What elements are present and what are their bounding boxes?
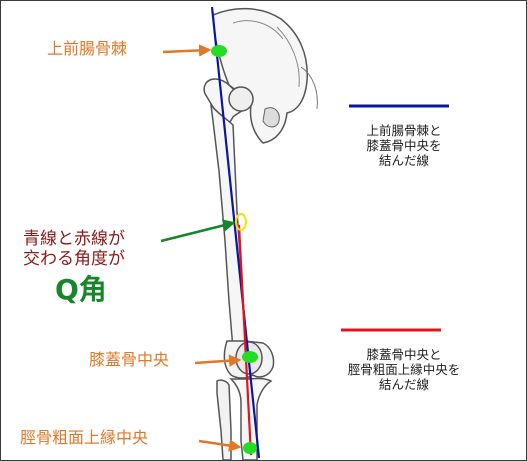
q-angle-marker (235, 213, 247, 231)
tibial-tuberosity-pointer-arrow (198, 439, 242, 452)
q-angle-title: Q角 (55, 273, 107, 306)
patella-pointer-arrow (194, 354, 242, 367)
patella-center-label: 膝蓋骨中央 (89, 350, 170, 369)
femoral-head (228, 86, 254, 112)
legend-blue-text: 上前腸骨棘と 膝蓋骨中央を 結んだ線 (366, 123, 442, 168)
iliac-fossa (232, 20, 284, 40)
q-angle-caption: 青線と赤線が 交わる角度が (23, 229, 125, 269)
obturator-foramen (262, 107, 280, 128)
tibial-tuberosity-marker (243, 442, 257, 454)
patella-center-marker (242, 351, 258, 363)
q-angle-pointer-arrow (160, 219, 236, 243)
red-reference-line (237, 224, 253, 456)
sacral-line (300, 66, 318, 110)
legend-red-text: 膝蓋骨中央と 脛骨粗面上縁中央を 結んだ線 (347, 347, 461, 392)
asis-marker (211, 45, 227, 57)
asis-pointer-arrow (162, 44, 212, 57)
tibial-tuberosity-label: 脛骨粗面上縁中央 (20, 428, 149, 447)
blue-reference-line (210, 6, 261, 459)
fibula (216, 379, 232, 460)
sacrum-shading (276, 26, 300, 88)
asis-label: 上前腸骨棘 (47, 39, 128, 58)
